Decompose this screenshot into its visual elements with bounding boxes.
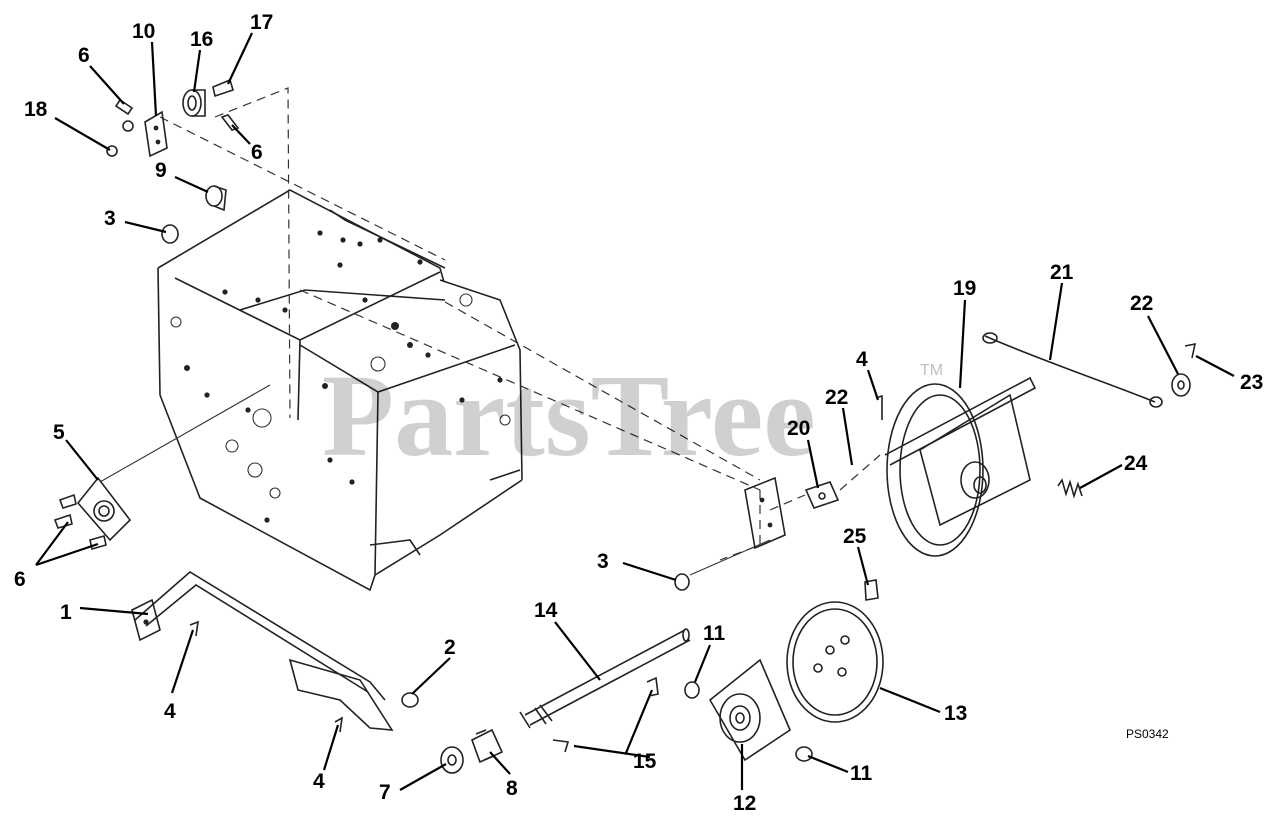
callout-4-c: 4 bbox=[856, 348, 868, 371]
bracket-plate-part bbox=[144, 110, 168, 158]
spring-part-24 bbox=[1057, 478, 1083, 499]
callout-13: 13 bbox=[944, 702, 967, 725]
callout-8: 8 bbox=[506, 777, 518, 800]
callout-12: 12 bbox=[733, 792, 756, 815]
callout-10: 10 bbox=[132, 20, 155, 43]
callout-22-b: 22 bbox=[1130, 292, 1153, 315]
callout-4-a: 4 bbox=[164, 700, 176, 723]
callout-24: 24 bbox=[1124, 452, 1148, 475]
gear-part-8 bbox=[471, 728, 504, 764]
callout-6-a: 6 bbox=[78, 44, 90, 67]
diagram-code: PS0342 bbox=[1126, 727, 1169, 741]
callout-4-b: 4 bbox=[313, 770, 325, 793]
pin-part-23 bbox=[1184, 342, 1197, 359]
callout-14: 14 bbox=[534, 599, 558, 622]
frame-housing bbox=[157, 189, 523, 592]
watermark-trademark: TM bbox=[920, 362, 943, 379]
callout-5: 5 bbox=[53, 421, 65, 444]
nut-part-2 bbox=[401, 692, 419, 708]
assembly-lines bbox=[99, 87, 881, 576]
callout-6-c: 6 bbox=[14, 568, 26, 591]
frame-holes bbox=[170, 230, 511, 523]
callout-22-a: 22 bbox=[825, 386, 848, 409]
callout-17: 17 bbox=[250, 11, 273, 34]
drive-pulley-part bbox=[884, 376, 1037, 557]
callout-9: 9 bbox=[155, 159, 167, 182]
callout-3-a: 3 bbox=[104, 207, 116, 230]
cam-part-20 bbox=[804, 481, 840, 509]
callout-15: 15 bbox=[633, 750, 657, 773]
bushing-part-3-right bbox=[674, 573, 690, 591]
nut-part-18 bbox=[106, 145, 118, 157]
bearing-part bbox=[182, 89, 206, 117]
side-bracket-part bbox=[744, 476, 786, 550]
bolt-part-6-top bbox=[114, 98, 240, 132]
callout-19: 19 bbox=[953, 277, 976, 300]
callout-23: 23 bbox=[1240, 371, 1263, 394]
callout-16: 16 bbox=[190, 28, 213, 51]
leader-lines bbox=[35, 32, 1235, 791]
callout-18: 18 bbox=[24, 98, 48, 121]
cable-part-21 bbox=[982, 332, 1163, 408]
callout-2: 2 bbox=[444, 636, 456, 659]
pin-part-15 bbox=[552, 676, 659, 753]
bolt-part-25 bbox=[864, 579, 879, 601]
washer-part-7 bbox=[440, 746, 464, 774]
callout-20: 20 bbox=[787, 417, 810, 440]
callout-11-b: 11 bbox=[850, 762, 873, 785]
flange-bearing-part bbox=[76, 476, 132, 542]
callout-7: 7 bbox=[379, 781, 391, 804]
washer-part-11 bbox=[684, 681, 813, 762]
callout-6-b: 6 bbox=[251, 141, 263, 164]
bushing-part-9 bbox=[205, 185, 227, 212]
callout-3-b: 3 bbox=[597, 550, 609, 573]
shift-lever-part bbox=[131, 571, 394, 731]
callout-1: 1 bbox=[60, 601, 72, 624]
callout-11-a: 11 bbox=[703, 622, 726, 645]
shaft-part bbox=[519, 628, 691, 729]
callout-21: 21 bbox=[1050, 261, 1074, 284]
bolt-part-17 bbox=[212, 78, 234, 98]
callout-25: 25 bbox=[843, 525, 867, 548]
hub-bracket-part bbox=[708, 658, 791, 762]
washer-part-22 bbox=[1171, 373, 1191, 397]
watermark: PartsTree bbox=[322, 350, 816, 481]
callout-labels: 10 16 17 6 18 6 9 3 5 6 1 4 2 4 7 8 14 1… bbox=[14, 11, 1263, 815]
bushing-part-3-top bbox=[161, 224, 179, 244]
drive-plate-part bbox=[786, 601, 884, 723]
